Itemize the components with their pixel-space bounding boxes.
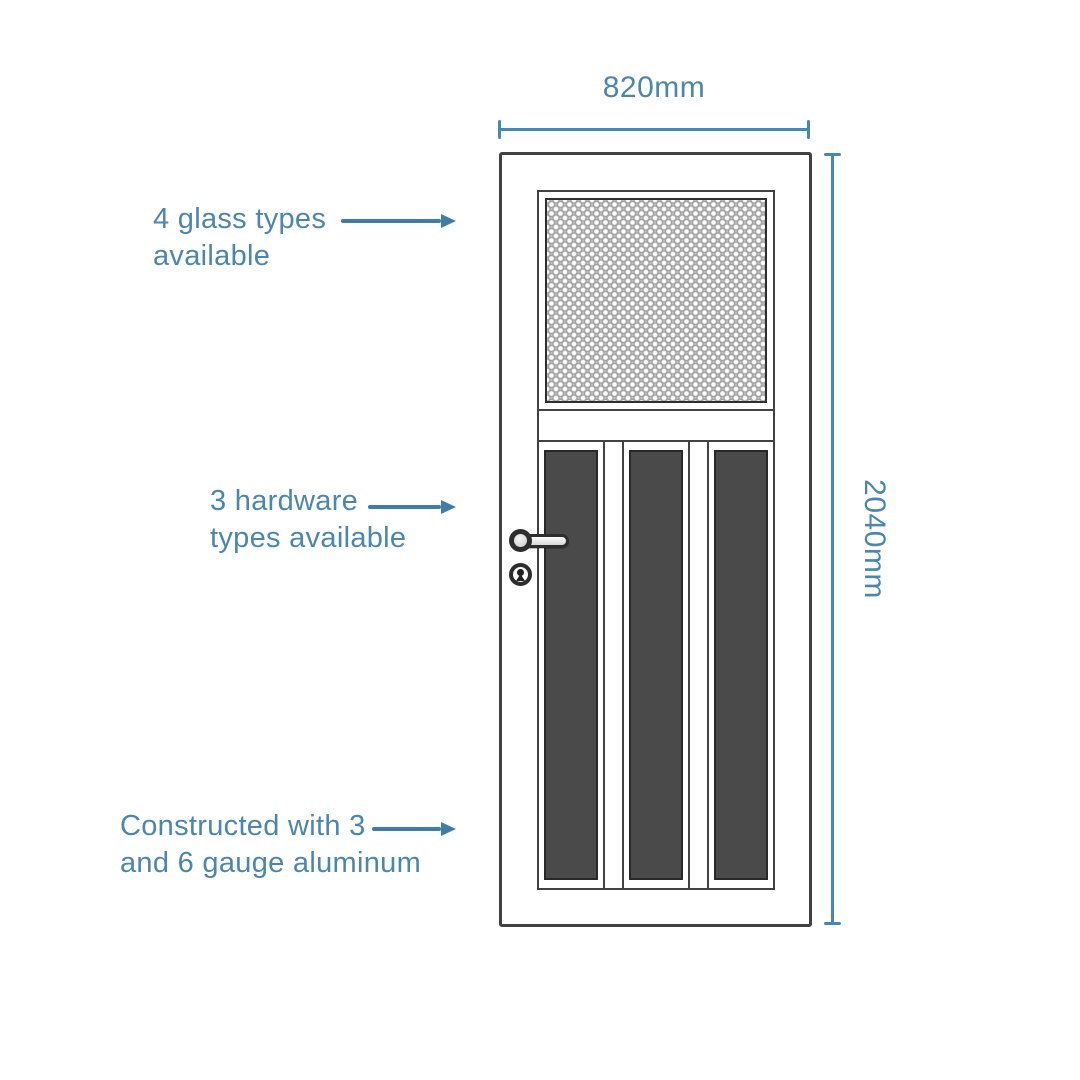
mullion-gap: [690, 442, 707, 888]
glass-frame: [539, 192, 773, 411]
callout-glass-types: 4 glass types available: [153, 201, 326, 275]
door-section: [539, 442, 605, 888]
callout-line: types available: [210, 522, 407, 554]
keyhole-flare: [516, 574, 525, 581]
keyhole-circle: [517, 569, 524, 576]
callout-construction: Constructed with 3 and 6 gauge aluminum: [120, 808, 421, 882]
aluminum-panel: [544, 450, 598, 880]
callout-line: 4 glass types: [153, 203, 327, 235]
handle-rose-icon: [509, 529, 532, 552]
callout-arrow: [341, 214, 456, 228]
lower-panel-sections: [539, 440, 773, 888]
door-outline: [499, 152, 812, 927]
callout-line: 3 hardware: [210, 485, 359, 517]
keyhole-icon: [509, 563, 532, 586]
callout-line: available: [153, 240, 271, 272]
callout-arrow: [368, 500, 456, 514]
height-dimension-line: [824, 153, 841, 925]
height-dimension-label: 2040mm: [858, 479, 891, 599]
callout-line: and 6 gauge aluminum: [120, 847, 422, 879]
callout-hardware-types: 3 hardware types available: [210, 483, 406, 557]
callout-arrow: [372, 822, 456, 836]
width-dimension-label: 820mm: [602, 71, 706, 104]
door-inner-frame: [537, 190, 775, 890]
textured-glass-panel: [545, 198, 767, 403]
callout-line: Constructed with 3: [120, 810, 366, 842]
aluminum-panel: [714, 450, 768, 880]
mullion-gap: [605, 442, 622, 888]
door-section: [707, 442, 773, 888]
width-dimension-line: [498, 120, 810, 139]
door-section: [622, 442, 690, 888]
aluminum-panel: [629, 450, 683, 880]
